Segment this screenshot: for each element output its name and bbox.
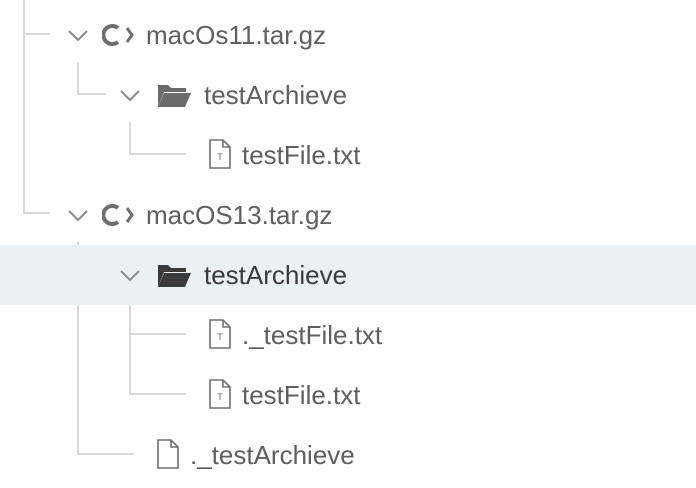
tree-item-testfile-txt[interactable]: T testFile.txt xyxy=(0,125,696,185)
svg-text:T: T xyxy=(216,333,223,343)
folder-open-icon xyxy=(158,85,191,107)
tree-item-dot-testfile-txt[interactable]: T ._testFile.txt xyxy=(0,305,696,365)
chevron-down-icon[interactable] xyxy=(118,83,142,107)
tree-item-macos11-archive[interactable]: macOs11.tar.gz xyxy=(0,5,696,65)
archive-icon xyxy=(102,24,134,46)
chevron-down-icon[interactable] xyxy=(118,263,142,287)
chevron-down-icon[interactable] xyxy=(66,23,90,47)
tree-item-label: testArchieve xyxy=(204,260,348,290)
tree-item-test-archieve-folder[interactable]: testArchieve xyxy=(0,65,696,125)
text-file-icon: T xyxy=(209,139,231,169)
tree-item-testfile-txt-2[interactable]: T testFile.txt xyxy=(0,365,696,425)
text-file-icon: T xyxy=(209,319,231,349)
svg-text:T: T xyxy=(216,393,223,403)
tree-item-label: testFile.txt xyxy=(242,140,361,170)
text-file-icon: T xyxy=(209,379,231,409)
folder-open-icon xyxy=(158,265,191,287)
tree-item-label: ._testFile.txt xyxy=(242,320,383,350)
tree-item-label: macOs11.tar.gz xyxy=(146,20,327,50)
tree-item-label: testFile.txt xyxy=(242,380,361,410)
chevron-down-icon[interactable] xyxy=(66,203,90,227)
archive-icon xyxy=(102,204,134,226)
tree-item-test-archieve-folder-selected[interactable]: testArchieve xyxy=(0,245,696,305)
svg-text:T: T xyxy=(216,153,223,163)
tree-item-label: testArchieve xyxy=(204,80,348,110)
tree-item-label: ._testArchieve xyxy=(190,440,355,470)
file-icon xyxy=(157,439,179,469)
tree-item-label: macOS13.tar.gz xyxy=(146,200,333,230)
tree-item-macos13-archive[interactable]: macOS13.tar.gz xyxy=(0,185,696,245)
tree-item-dot-testarchieve[interactable]: ._testArchieve xyxy=(0,425,696,485)
